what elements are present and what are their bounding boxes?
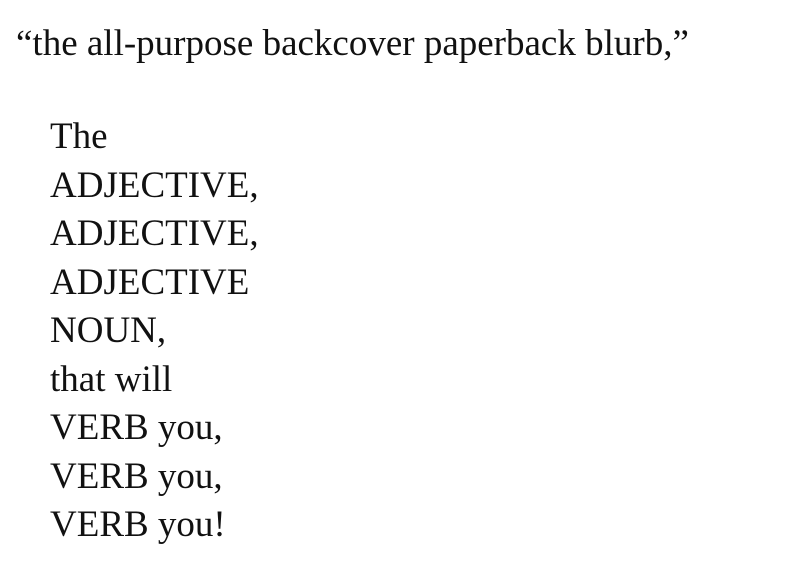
blurb-line: ADJECTIVE xyxy=(50,261,250,303)
blurb-line: The xyxy=(50,116,108,157)
blurb-line: ADJECTIVE, xyxy=(50,164,259,206)
blurb-template: The ADJECTIVE, ADJECTIVE, ADJECTIVE NOUN… xyxy=(50,113,259,550)
blurb-line: VERB you, xyxy=(50,455,223,497)
blurb-line: NOUN, xyxy=(50,310,167,351)
blurb-line: ADJECTIVE, xyxy=(50,213,259,254)
blurb-line: that will xyxy=(50,358,173,400)
blurb-line: VERB you! xyxy=(50,504,226,545)
blurb-heading: “the all-purpose backcover paperback blu… xyxy=(16,23,689,64)
blurb-line: VERB you, xyxy=(50,407,223,448)
